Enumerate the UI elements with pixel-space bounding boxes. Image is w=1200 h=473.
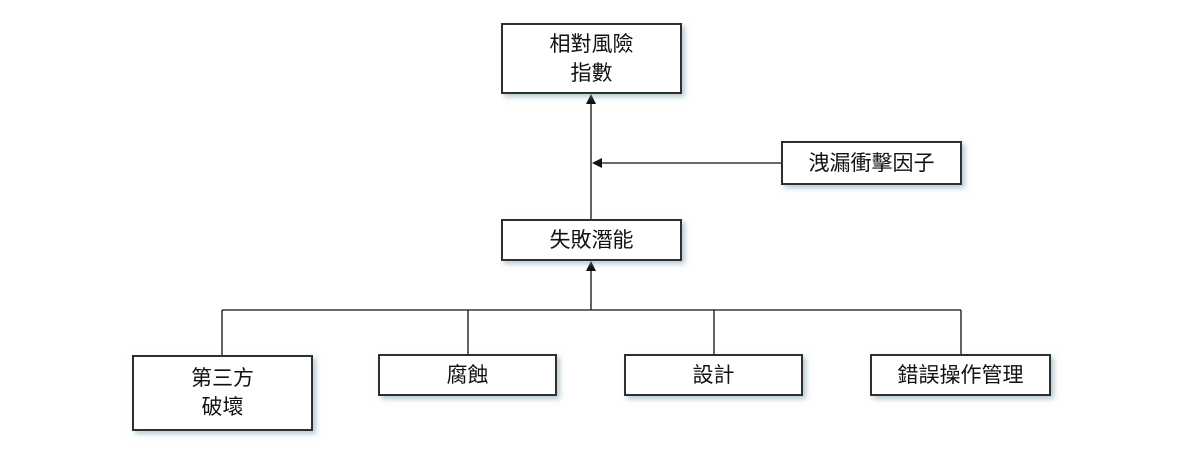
node-label-line: 破壞 xyxy=(201,395,244,419)
node-third-party-damage: 第三方 破壞 xyxy=(132,355,313,431)
node-label-line: 洩漏衝擊因子 xyxy=(808,150,935,175)
node-label-line: 錯誤操作管理 xyxy=(897,362,1024,387)
node-design: 設計 xyxy=(624,354,803,396)
node-label-line: 指數 xyxy=(570,60,613,85)
node-failure-potential: 失敗潛能 xyxy=(501,219,682,261)
node-label-line: 腐蝕 xyxy=(446,362,489,387)
node-relative-risk-index: 相對風險 指數 xyxy=(501,23,682,94)
node-label-line: 第三方 xyxy=(191,366,254,390)
node-leak-impact-factor: 洩漏衝擊因子 xyxy=(781,141,962,185)
node-label-line: 設計 xyxy=(692,362,735,387)
node-incorrect-operations: 錯誤操作管理 xyxy=(870,354,1051,396)
node-label-line: 相對風險 xyxy=(549,31,634,56)
node-label-line: 失敗潛能 xyxy=(549,227,634,252)
node-corrosion: 腐蝕 xyxy=(378,354,557,396)
